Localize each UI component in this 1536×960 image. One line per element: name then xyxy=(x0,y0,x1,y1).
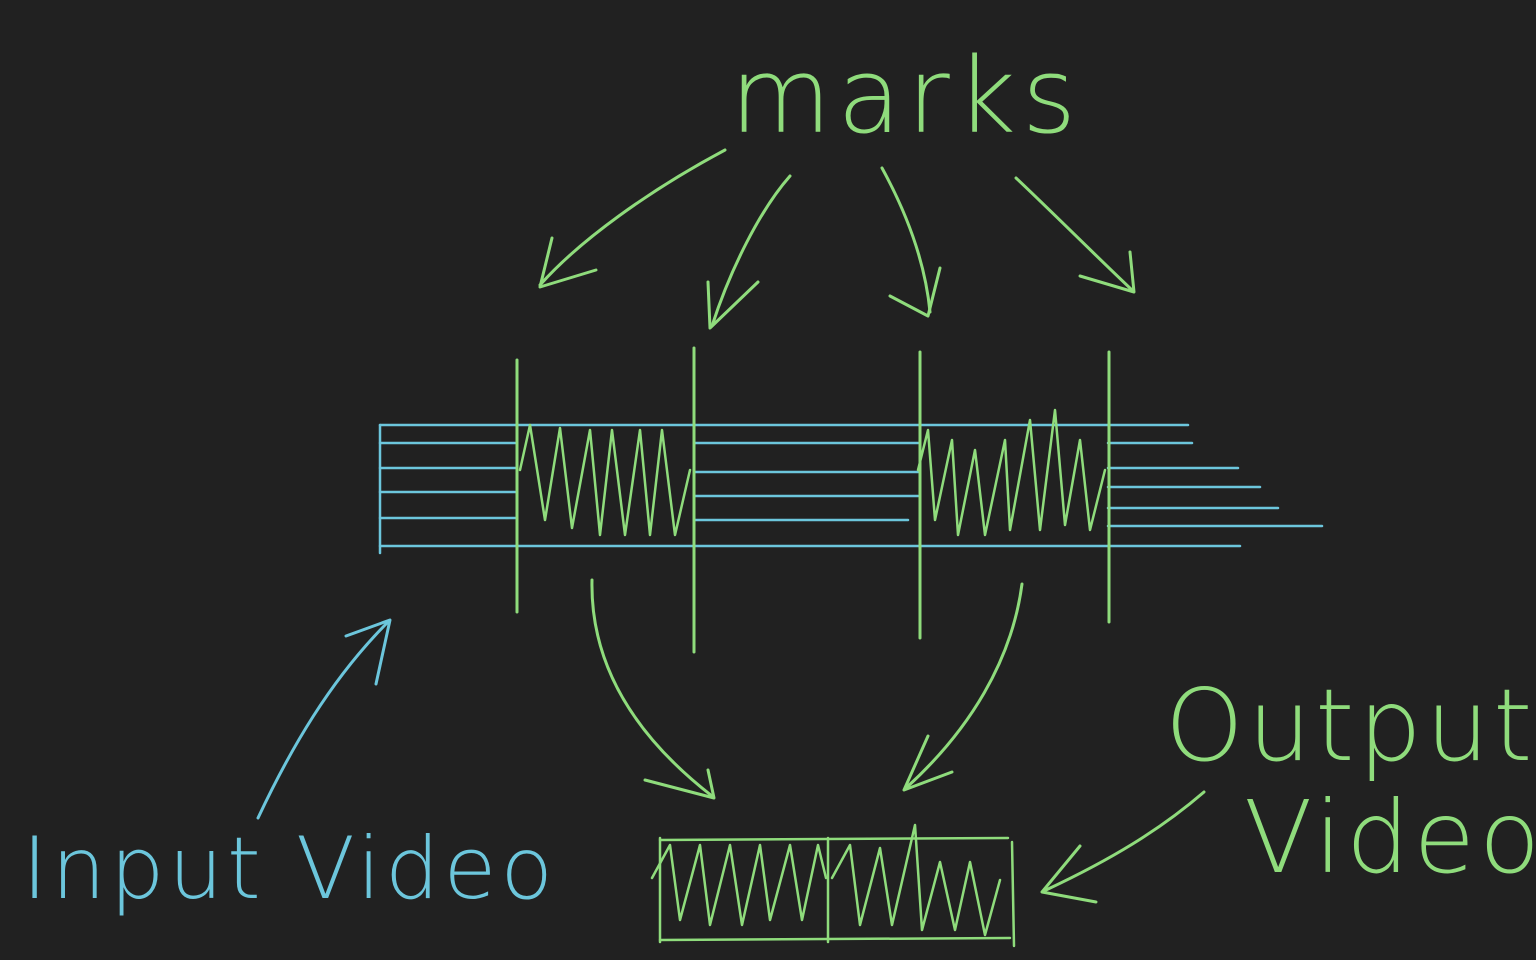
input-video-label: Input Video xyxy=(22,819,557,919)
marks-label: marks xyxy=(730,35,1082,157)
mark-arrow-3 xyxy=(880,166,932,314)
output-label-line2: Video xyxy=(1244,779,1536,896)
output-arrows xyxy=(590,578,1024,800)
output-video-box xyxy=(650,823,1016,948)
hatched-segment-2 xyxy=(916,408,1107,537)
hatched-segment-1 xyxy=(518,423,692,537)
mark-arrow-4 xyxy=(1014,176,1134,292)
mark-arrow-3-head xyxy=(888,266,942,318)
output-arrow-1-head xyxy=(643,768,716,800)
cut-marks xyxy=(515,346,1111,654)
output-video-arrow xyxy=(1040,790,1206,904)
output-label-line1: Output xyxy=(1165,667,1536,784)
mark-arrow-2-head xyxy=(706,280,760,330)
output-arrow-2 xyxy=(904,582,1024,790)
input-video-frames xyxy=(378,423,1324,555)
output-arrow-2-head xyxy=(902,734,954,792)
mark-arrow-1 xyxy=(538,148,727,287)
output-arrow-1 xyxy=(590,578,714,798)
marks-arrows xyxy=(538,148,1136,330)
mark-arrow-1-head xyxy=(538,236,598,289)
input-video-arrow xyxy=(256,618,392,820)
mark-arrow-2 xyxy=(710,174,792,328)
mark-arrow-4-head xyxy=(1078,250,1136,294)
